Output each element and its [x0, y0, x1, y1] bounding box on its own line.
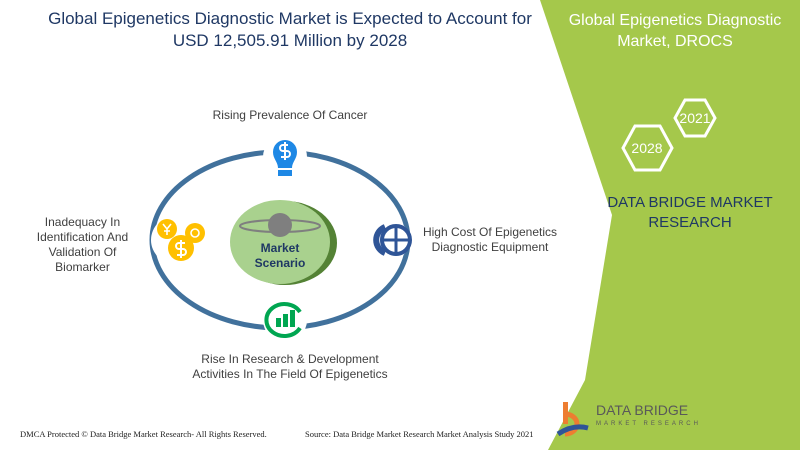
hexagon-years: 2021 2028: [621, 98, 717, 172]
currency-coins-icon: [157, 219, 205, 261]
driver-left: Inadequacy In Identification And Validat…: [36, 215, 129, 274]
logo-sub: MARKET RESEARCH: [596, 421, 701, 427]
footer-source: Source: Data Bridge Market Research Mark…: [305, 429, 534, 439]
phone-globe-icon: [373, 224, 412, 256]
market-scenario-diagram: [149, 135, 412, 342]
driver-right: High Cost Of Epigenetics Diagnostic Equi…: [422, 225, 558, 254]
growth-chart-icon: [264, 302, 302, 338]
lightbulb-dollar-icon: [273, 140, 297, 176]
logo-name: DATA BRIDGE: [596, 402, 689, 418]
driver-top: Rising Prevalence Of Cancer: [212, 108, 368, 122]
driver-bottom: Rise In Research & Development Activitie…: [192, 352, 388, 381]
year-2021: 2021: [679, 110, 710, 126]
year-2028: 2028: [631, 140, 662, 156]
logo-icon: [556, 402, 589, 437]
brand-text: DATA BRIDGE MARKET RESEARCH: [607, 194, 773, 231]
side-title: Global Epigenetics Diagnostic Market, DR…: [568, 12, 782, 50]
page-title: Global Epigenetics Diagnostic Market is …: [48, 9, 532, 50]
center-label: Market Scenario: [254, 241, 306, 270]
footer-copyright: DMCA Protected © Data Bridge Market Rese…: [20, 429, 267, 439]
